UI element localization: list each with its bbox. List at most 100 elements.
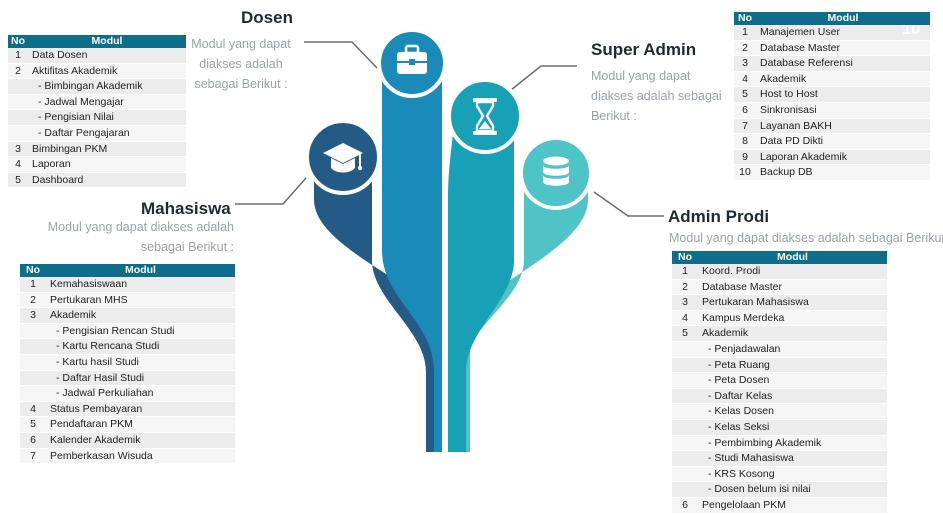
row-name: Pengelolaan PKM	[698, 497, 887, 514]
row-name: - Jadwal Mengajar	[28, 94, 186, 111]
table-row: - Bimbingan Akademik	[8, 78, 186, 95]
header-modul: Modul	[28, 35, 186, 48]
table-row: - Jadwal Mengajar	[8, 94, 186, 111]
row-name: - Peta Ruang	[698, 357, 887, 374]
desc-line: Modul yang dapat	[591, 69, 691, 83]
row-name: Pertukaran MHS	[46, 292, 235, 309]
row-name: Laporan Akademik	[756, 149, 930, 166]
branch-dosen	[382, 62, 442, 452]
row-name: Kampus Merdeka	[698, 310, 887, 327]
dosen-description: Modul yang dapat diakses adalah sebagai …	[185, 34, 297, 94]
table-row: - Pengisian Rencan Studi	[20, 323, 235, 340]
row-no: 2	[734, 40, 756, 57]
row-no: 7	[734, 118, 756, 135]
row-name: Pendaftaran PKM	[46, 416, 235, 433]
row-name: - Jadwal Perkuliahan	[46, 385, 235, 402]
super-admin-connector	[510, 65, 577, 91]
header-no: No	[734, 12, 756, 25]
table-row: - Penjadawalan	[672, 341, 887, 358]
header-modul: Modul	[756, 12, 930, 25]
row-no: 4	[8, 156, 28, 173]
mahasiswa-title: Mahasiswa	[141, 199, 231, 218]
database-icon	[543, 156, 569, 186]
table-row: - Pengisian Nilai	[8, 109, 186, 126]
header-modul: Modul	[698, 251, 887, 264]
row-no	[672, 435, 698, 452]
row-no: 4	[672, 310, 698, 327]
row-no: 1	[672, 264, 698, 280]
row-no: 3	[8, 141, 28, 158]
row-name: Status Pembayaran	[46, 401, 235, 418]
row-name: Akademik	[698, 325, 887, 342]
row-name: - Daftar Kelas	[698, 388, 887, 405]
table-row: - Peta Dosen	[672, 372, 887, 389]
row-name: Aktifitas Akademik	[28, 63, 186, 80]
table-row: - Kelas Dosen	[672, 403, 887, 420]
row-no: 6	[20, 432, 46, 449]
row-name: Backup DB	[756, 164, 930, 181]
row-name: Pemberkasan Wisuda	[46, 448, 235, 465]
row-no: 4	[734, 71, 756, 88]
row-name: - Peta Dosen	[698, 372, 887, 389]
desc-line: sebagai Berikut :	[140, 240, 234, 254]
row-name: - Kelas Seksi	[698, 419, 887, 436]
row-no: 3	[20, 307, 46, 324]
row-no: 2	[20, 292, 46, 309]
row-no: 6	[734, 102, 756, 119]
branch-admin-prodi	[462, 172, 588, 452]
row-no	[8, 125, 28, 142]
row-name: Akademik	[46, 307, 235, 324]
table-header-row: No Modul	[734, 12, 930, 25]
row-no: 4	[20, 401, 46, 418]
branch-mahasiswa	[314, 165, 438, 452]
row-name: Data Dosen	[28, 48, 186, 64]
table-row: - Jadwal Perkuliahan	[20, 385, 235, 402]
table-row: - KRS Kosong	[672, 466, 887, 483]
row-no: 5	[20, 416, 46, 433]
row-no	[20, 338, 46, 355]
row-name: Layanan BAKH	[756, 118, 930, 135]
row-name-text: Manajemen User	[760, 26, 840, 38]
row-name: Bimbingan PKM	[28, 141, 186, 158]
row-no	[8, 78, 28, 95]
row-no	[672, 388, 698, 405]
admin-prodi-title: Admin Prodi	[668, 207, 770, 226]
table-row: - Kartu Rencana Studi	[20, 338, 235, 355]
row-no: 2	[8, 63, 28, 80]
row-no	[672, 466, 698, 483]
row-name: - KRS Kosong	[698, 466, 887, 483]
admin-prodi-connector	[593, 191, 664, 217]
row-no: 7	[20, 448, 46, 465]
row-no	[672, 403, 698, 420]
table-row: - Studi Mahasiswa	[672, 450, 887, 467]
row-no: 3	[734, 55, 756, 72]
row-name: Data PD Dikti	[756, 133, 930, 150]
mahasiswa-description: Modul yang dapat diakses adalah sebagai …	[36, 217, 234, 257]
header-modul: Modul	[46, 264, 235, 277]
row-name: - Bimbingan Akademik	[28, 78, 186, 95]
desc-line: Modul yang dapat diakses adalah sebagai …	[669, 231, 943, 245]
row-name: - Kelas Dosen	[698, 403, 887, 420]
row-name: Dashboard	[28, 172, 186, 189]
row-no: 3	[672, 294, 698, 311]
table-row: - Peta Ruang	[672, 357, 887, 374]
row-name: - Pembimbing Akademik	[698, 435, 887, 452]
dosen-title: Dosen	[241, 8, 293, 27]
graduation-cap-icon	[323, 143, 363, 173]
header-no: No	[8, 35, 28, 48]
row-name: Akademik	[756, 71, 930, 88]
